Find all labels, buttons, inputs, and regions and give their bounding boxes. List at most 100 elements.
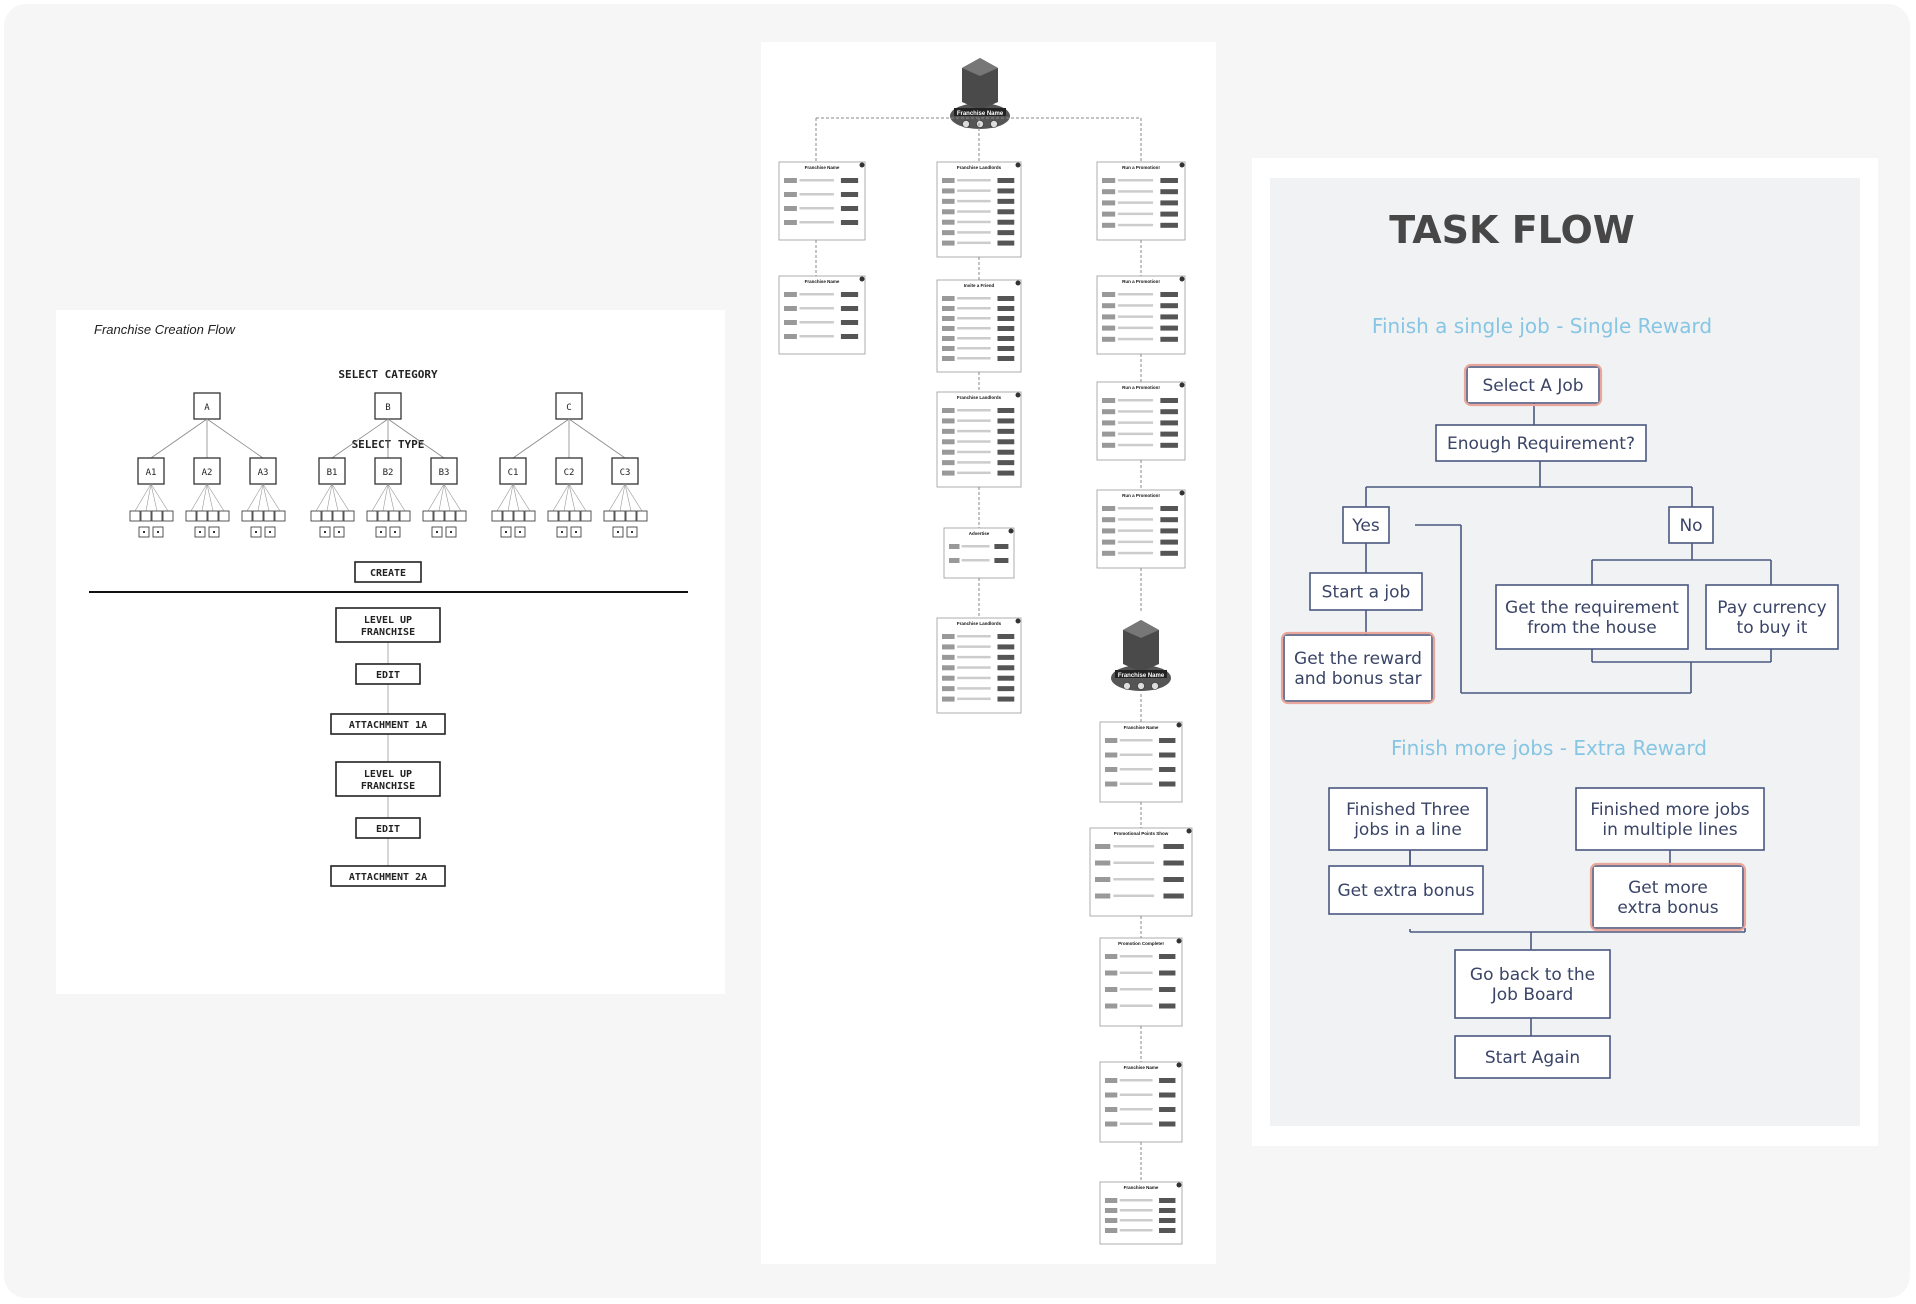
row-button[interactable] — [1159, 738, 1176, 743]
row-button[interactable] — [1160, 528, 1178, 534]
type-box-B3[interactable] — [430, 457, 458, 485]
subtype-box[interactable] — [433, 510, 445, 522]
row-button[interactable] — [997, 356, 1015, 361]
row-button[interactable] — [997, 316, 1015, 321]
subtype-box[interactable] — [185, 510, 197, 522]
row-button[interactable] — [997, 470, 1015, 476]
subtype-box[interactable] — [241, 510, 253, 522]
row-button[interactable] — [1159, 1228, 1176, 1233]
node-no[interactable] — [1668, 506, 1714, 544]
row-button[interactable] — [997, 686, 1015, 692]
row-button[interactable] — [1160, 211, 1178, 217]
node-finished-more[interactable] — [1575, 787, 1765, 851]
subtype-box[interactable] — [625, 510, 637, 522]
row-button[interactable] — [1159, 1121, 1176, 1127]
type-box-C2[interactable] — [555, 457, 583, 485]
row-button[interactable] — [997, 230, 1015, 236]
node-select-job[interactable] — [1466, 366, 1600, 404]
step-box[interactable] — [330, 865, 446, 887]
subtype-box[interactable] — [218, 510, 230, 522]
subtype-box[interactable] — [252, 510, 264, 522]
screen-col1-2[interactable] — [778, 275, 866, 355]
row-button[interactable] — [997, 178, 1015, 183]
hub-action-icon[interactable] — [1137, 682, 1145, 690]
row-button[interactable] — [840, 292, 859, 297]
row-button[interactable] — [997, 188, 1015, 194]
step-box[interactable] — [355, 663, 421, 685]
screen-col3-lower-4[interactable] — [1099, 1061, 1183, 1143]
row-button[interactable] — [1159, 1218, 1176, 1223]
node-get-requirement[interactable] — [1495, 584, 1689, 650]
row-button[interactable] — [1159, 767, 1176, 772]
subtype-box[interactable] — [580, 510, 592, 522]
subtype-box[interactable] — [140, 510, 152, 522]
subtype-box[interactable] — [274, 510, 286, 522]
node-get-reward[interactable] — [1283, 634, 1433, 702]
row-button[interactable] — [840, 306, 859, 311]
row-button[interactable] — [1160, 431, 1178, 437]
subtype-box[interactable] — [491, 510, 503, 522]
close-icon[interactable] — [1179, 162, 1185, 168]
row-button[interactable] — [997, 326, 1015, 331]
row-button[interactable] — [994, 544, 1009, 549]
row-button[interactable] — [1160, 189, 1178, 195]
subtype-box[interactable] — [444, 510, 456, 522]
subtype-box[interactable] — [388, 510, 400, 522]
step-box[interactable] — [330, 713, 446, 735]
row-button[interactable] — [1159, 1208, 1176, 1213]
row-button[interactable] — [997, 644, 1015, 650]
row-button[interactable] — [997, 460, 1015, 466]
close-icon[interactable] — [1008, 528, 1014, 534]
close-icon[interactable] — [1179, 276, 1185, 282]
row-button[interactable] — [997, 449, 1015, 455]
row-button[interactable] — [1160, 292, 1178, 297]
row-button[interactable] — [1160, 336, 1178, 342]
type-box-A2[interactable] — [193, 457, 221, 485]
row-button[interactable] — [997, 675, 1015, 681]
subtype-box[interactable] — [399, 510, 411, 522]
row-button[interactable] — [1160, 550, 1178, 556]
close-icon[interactable] — [1015, 392, 1021, 398]
screen-col3-lower-1[interactable] — [1099, 721, 1183, 803]
subtype-box[interactable] — [332, 510, 344, 522]
close-icon[interactable] — [859, 162, 865, 168]
row-button[interactable] — [1159, 954, 1176, 959]
close-icon[interactable] — [1015, 162, 1021, 168]
subtype-box[interactable] — [422, 510, 434, 522]
subtype-box[interactable] — [343, 510, 355, 522]
row-button[interactable] — [1159, 781, 1176, 787]
node-pay-currency[interactable] — [1705, 584, 1839, 650]
step-box[interactable] — [335, 761, 441, 797]
subtype-box[interactable] — [502, 510, 514, 522]
row-button[interactable] — [1159, 970, 1176, 976]
type-box-B1[interactable] — [318, 457, 346, 485]
category-box-A[interactable] — [193, 392, 221, 420]
screen-col2-4[interactable] — [943, 527, 1015, 579]
close-icon[interactable] — [859, 276, 865, 282]
subtype-box[interactable] — [129, 510, 141, 522]
row-button[interactable] — [997, 346, 1015, 351]
subtype-box[interactable] — [569, 510, 581, 522]
create-button[interactable] — [354, 561, 422, 583]
close-icon[interactable] — [1176, 722, 1182, 728]
row-button[interactable] — [1159, 752, 1176, 758]
subtype-box[interactable] — [151, 510, 163, 522]
close-icon[interactable] — [1176, 1182, 1182, 1188]
screen-col3-lower-3[interactable] — [1099, 937, 1183, 1027]
row-button[interactable] — [1163, 893, 1184, 899]
close-icon[interactable] — [1176, 1062, 1182, 1068]
subtype-box[interactable] — [196, 510, 208, 522]
close-icon[interactable] — [1015, 618, 1021, 624]
row-button[interactable] — [997, 198, 1015, 204]
row-button[interactable] — [997, 408, 1015, 413]
row-button[interactable] — [840, 206, 859, 211]
category-box-B[interactable] — [374, 392, 402, 420]
row-button[interactable] — [997, 219, 1015, 225]
row-button[interactable] — [997, 418, 1015, 424]
row-button[interactable] — [997, 428, 1015, 434]
row-button[interactable] — [997, 654, 1015, 660]
subtype-box[interactable] — [310, 510, 322, 522]
